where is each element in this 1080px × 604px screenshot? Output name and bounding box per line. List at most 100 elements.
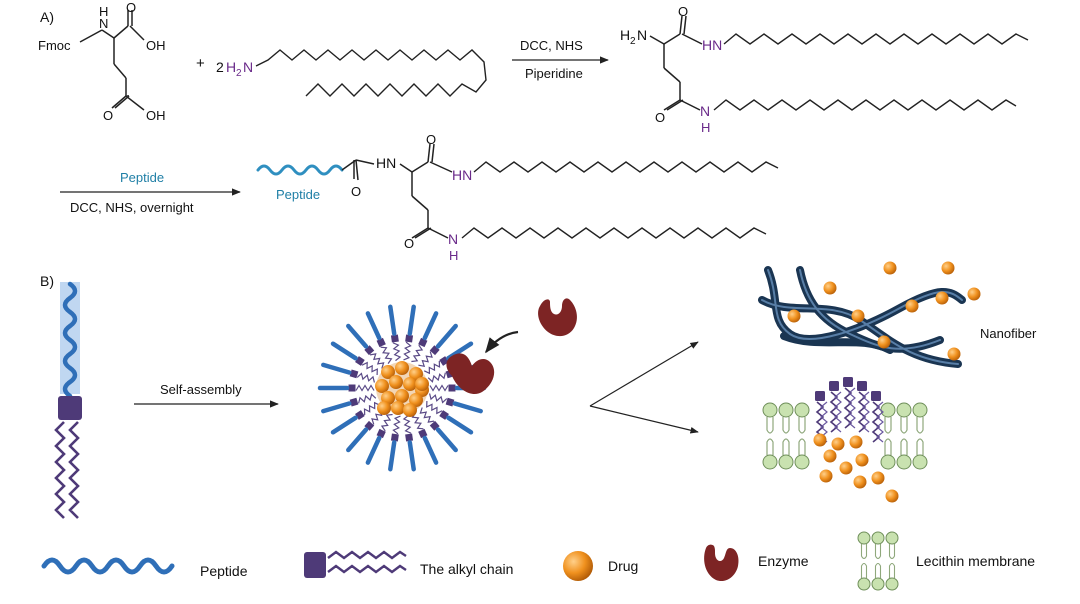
- legend-enzyme-label: Enzyme: [758, 553, 809, 569]
- lipid-tail: [766, 417, 774, 434]
- micelle-peptide-ray: [435, 427, 458, 453]
- legend-alkyl-icon: [304, 552, 326, 578]
- micelle-alkyl-tail: [369, 353, 385, 369]
- lipid-head: [794, 454, 810, 470]
- micelle-alkyl-tail: [392, 415, 401, 435]
- lipid-tail: [782, 438, 790, 455]
- p2-chain-top: [473, 161, 779, 173]
- legend-drug-label: Drug: [608, 558, 638, 574]
- legend-lecithin-icon: [857, 531, 899, 591]
- micelle-alkyl-tail: [358, 393, 377, 404]
- pore-amphiphile-tail: [871, 401, 881, 443]
- lipid-tail: [916, 438, 924, 455]
- micelle-alkyl-tail: [380, 346, 393, 364]
- micelle-head: [405, 334, 414, 343]
- micelle-peptide-ray: [321, 401, 352, 414]
- micelle-drug: [403, 377, 417, 391]
- p2-n-bottom: N: [448, 231, 458, 247]
- p2-hn-right: HN: [452, 167, 472, 183]
- fiber-drug: [787, 309, 801, 323]
- legend-alkyl-label: The alkyl chain: [420, 561, 513, 577]
- p1-chain-top: [723, 33, 1029, 45]
- step1-reagents: DCC, NHS: [520, 38, 583, 53]
- fiber-drug: [883, 261, 897, 275]
- micelle-alkyl-tail: [427, 372, 446, 383]
- micelle-alkyl-tail: [411, 344, 424, 363]
- lipid-head: [762, 402, 778, 418]
- encapsulated-drugs: [375, 361, 429, 417]
- p1-chain-bottom: [713, 99, 1017, 111]
- enzyme-on-micelle: [446, 353, 495, 395]
- pore-amphiphile-tail: [834, 391, 842, 433]
- pore-amphiphile-tail: [848, 387, 856, 429]
- p1-h2n-sub: 2: [630, 36, 636, 47]
- lipid-head: [778, 402, 794, 418]
- pore-amphiphile-head: [871, 391, 881, 401]
- p2-hn-mid: HN: [376, 155, 396, 171]
- micelle-head: [349, 369, 359, 379]
- micelle-alkyl-tail: [403, 341, 412, 361]
- p2-chain-bottom: [461, 227, 767, 239]
- p2-peptide-wave: [256, 164, 344, 176]
- legend-lipid-tail: [874, 562, 882, 578]
- lipid-head: [912, 454, 928, 470]
- micelle-head: [348, 384, 356, 392]
- arrow-to-membrane: [589, 405, 699, 434]
- legend-lipid-tail: [888, 562, 896, 578]
- released-drug: [885, 489, 899, 503]
- micelle-head: [445, 397, 455, 407]
- p2-peptide-label: Peptide: [276, 187, 320, 202]
- legend-lipid-tail: [860, 544, 868, 560]
- micelle-peptide-ray: [446, 415, 474, 435]
- micelle-drug: [389, 375, 403, 389]
- lipid-head: [794, 402, 810, 418]
- micelle-peptide-ray: [330, 341, 358, 361]
- micelle-drug: [395, 389, 409, 403]
- amine-h: H: [226, 59, 236, 75]
- p1-hn-top: HN: [702, 37, 722, 53]
- reactant-fmoc-glutamic-acid: [79, 10, 145, 111]
- pore-amphiphile-tail: [843, 387, 853, 429]
- lipid-tail: [900, 438, 908, 455]
- micelle-alkyl-tail: [418, 351, 433, 367]
- released-drug: [853, 475, 867, 489]
- legend-lipid-head: [857, 531, 871, 545]
- fmoc-label: Fmoc: [38, 38, 71, 53]
- pore-amphiphile-head: [829, 381, 839, 391]
- legend-lipid-tail: [874, 544, 882, 560]
- p2-o-bottom: O: [404, 236, 414, 251]
- binding-arrow: [485, 330, 519, 354]
- arrow-to-nanofiber: [589, 341, 699, 407]
- pore-amphiphile-head: [857, 381, 867, 391]
- micelle-peptide-ray: [452, 401, 483, 414]
- fiber-drug: [905, 299, 919, 313]
- micelle-peptide-ray: [330, 415, 358, 435]
- micelle-peptide-ray: [407, 304, 416, 336]
- fiber-drug: [851, 309, 865, 323]
- released-drug: [823, 449, 837, 463]
- fiber-drug: [935, 291, 949, 305]
- micelle-drug: [377, 401, 391, 415]
- micelle-alkyl-tail: [402, 414, 412, 434]
- micelle-peptide-ray: [422, 311, 439, 341]
- micelle-alkyl-tail: [380, 413, 393, 432]
- legend-peptide-label: Peptide: [200, 563, 248, 579]
- micelle-alkyl-tail: [429, 393, 448, 404]
- micelle-head: [405, 433, 414, 442]
- micelle-drug: [375, 379, 389, 393]
- legend-drug-icon: [563, 551, 593, 581]
- micelle-alkyl-tail: [426, 400, 443, 415]
- step2-conditions: DCC, NHS, overnight: [70, 200, 194, 215]
- p1-o-top: O: [678, 4, 688, 19]
- nanofiber-drugs: [787, 261, 981, 361]
- lipid-tail: [798, 438, 806, 455]
- nanofiber-label: Nanofiber: [980, 326, 1037, 341]
- micelle-peptide-ray: [407, 440, 416, 472]
- micelle-peptide-ray: [435, 323, 458, 349]
- nh-nitrogen: N: [99, 16, 108, 31]
- fiber-drug: [877, 335, 891, 349]
- released-drug: [839, 461, 853, 475]
- self-assembly-label: Self-assembly: [160, 382, 242, 397]
- legend-peptide-icon: [41, 557, 175, 575]
